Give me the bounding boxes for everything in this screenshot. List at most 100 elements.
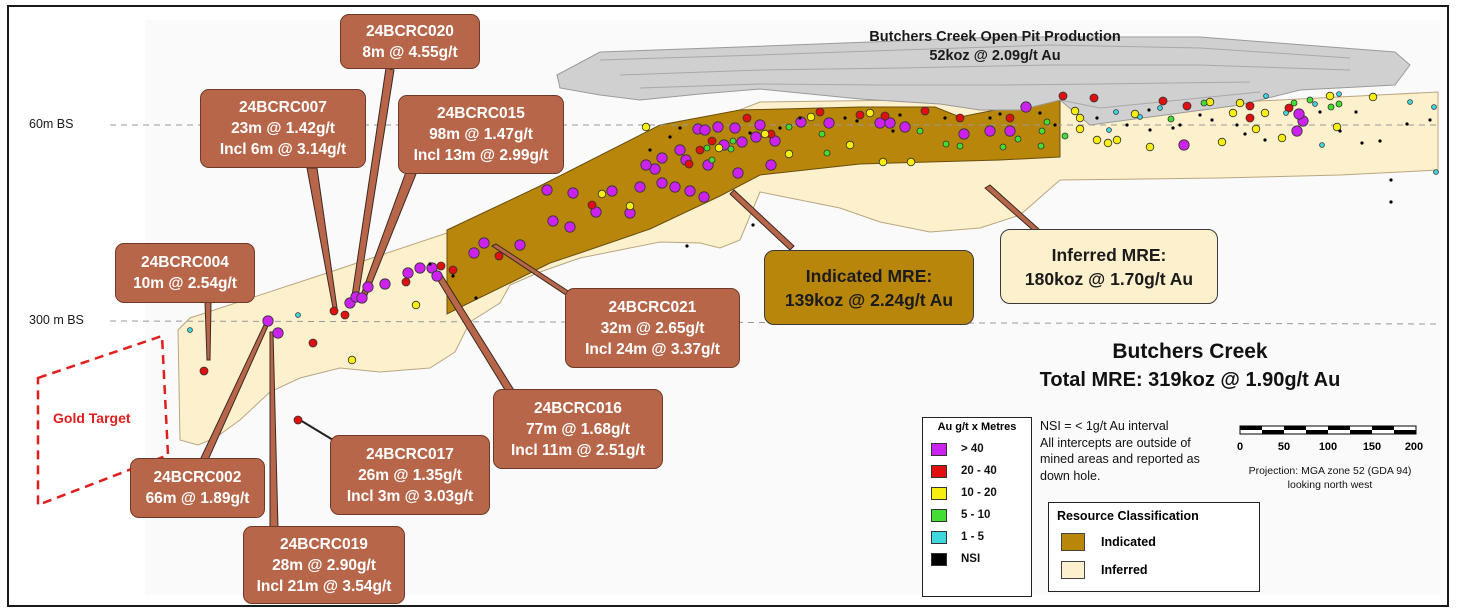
intercept-dot	[1092, 135, 1102, 145]
intercept-dot	[272, 327, 284, 339]
resclass-title: Resource Classification	[1057, 509, 1199, 523]
legend-item: 10 - 20	[931, 482, 1031, 504]
intercept-dot	[674, 144, 686, 156]
intercept-dot	[606, 185, 618, 197]
intercept-dot	[798, 116, 802, 120]
intercept-dot	[1014, 135, 1022, 143]
intercept-dot	[956, 142, 964, 150]
intercept-dot	[1368, 92, 1378, 102]
resclass-item: Inferred	[1061, 561, 1259, 579]
intercept-dot	[1378, 139, 1382, 143]
intercept-dot	[1182, 101, 1192, 111]
legend-item: > 40	[931, 438, 1031, 460]
intercept-dot	[818, 130, 826, 138]
intercept-dot	[308, 338, 318, 348]
intercept-dot	[1260, 108, 1270, 118]
callout-24BCRC019: 24BCRC019 28m @ 2.90g/t Incl 21m @ 3.54g…	[243, 526, 405, 604]
legend-label: 20 - 40	[961, 465, 997, 477]
intercept-dot	[823, 117, 835, 129]
intercept-dot	[1291, 125, 1303, 137]
intercept-dot	[1089, 93, 1099, 103]
intercept-dot	[1158, 96, 1168, 106]
intercept-dot	[1306, 96, 1314, 104]
intercept-dot	[187, 327, 193, 333]
intercept-dot	[712, 121, 724, 133]
scale-bar-seg	[1350, 430, 1372, 434]
intercept-dot	[474, 296, 478, 300]
intercept-dot	[855, 119, 859, 123]
intercept-dot	[478, 237, 490, 249]
intercept-dot	[884, 117, 896, 129]
intercept-dot	[640, 159, 652, 171]
intercept-dot	[1318, 110, 1322, 114]
intercept-dot	[695, 145, 705, 155]
intercept-dot	[1335, 100, 1343, 108]
intercept-dot	[295, 312, 301, 318]
depth-label-300m: 300 m BS	[29, 313, 84, 327]
intercept-dot	[1137, 114, 1143, 120]
callout-line: 24BCRC004	[141, 254, 229, 271]
intercept-dot	[587, 200, 597, 210]
scale-bar-seg	[1372, 426, 1394, 430]
nsi-note-line: mined areas and reported as	[1040, 452, 1200, 466]
intercept-dot	[865, 108, 875, 118]
resclass-swatch-indicated	[1061, 533, 1085, 551]
intercept-dot	[806, 112, 816, 122]
grade-legend: Au g/t x Metres > 40 20 - 40 10 - 20 5 -…	[922, 417, 1032, 597]
scale-tick-label: 200	[1405, 441, 1423, 453]
intercept-dot	[1389, 200, 1393, 204]
intercept-dot	[906, 157, 916, 167]
intercept-dot	[778, 126, 782, 130]
projection-line: Projection: MGA zone 52 (GDA 94)	[1248, 465, 1412, 477]
depth-label-60m: 60m BS	[29, 117, 74, 131]
intercept-dot	[669, 181, 681, 193]
intercept-dot	[999, 143, 1007, 151]
nsi-note-line: NSI = < 1g/t Au interval	[1040, 419, 1169, 433]
legend-swatch	[931, 442, 947, 456]
intercept-dot	[262, 315, 274, 327]
intercept-dot	[1338, 129, 1342, 133]
legend-label: 1 - 5	[961, 531, 985, 543]
intercept-dot	[451, 274, 455, 278]
total-mre-title: Butchers Creek Total MRE: 319koz @ 1.90g…	[990, 338, 1390, 394]
intercept-dot	[402, 267, 414, 279]
intercept-dot	[1283, 110, 1289, 116]
intercept-dot	[748, 131, 752, 135]
intercept-dot	[1235, 98, 1245, 108]
intercept-dot	[855, 110, 865, 120]
intercept-dot	[1293, 108, 1305, 120]
pit-contours	[599, 44, 1351, 109]
intercept-dot	[891, 129, 895, 133]
scale-bar-seg	[1328, 426, 1350, 430]
intercept-dot	[1228, 108, 1238, 118]
intercept-dot	[1167, 115, 1175, 123]
nsi-note: NSI = < 1g/t Au interval All intercepts …	[1040, 418, 1200, 484]
intercept-dot	[401, 277, 411, 287]
intercept-dot	[699, 124, 711, 136]
intercept-dot	[668, 135, 672, 139]
intercept-dot	[656, 152, 668, 164]
intercept-dot	[1389, 178, 1393, 182]
intercept-dot	[567, 187, 579, 199]
callout-24BCRC007: 24BCRC007 23m @ 1.42g/t Incl 6m @ 3.14g/…	[200, 89, 366, 168]
intercept-dot	[648, 148, 652, 152]
projection-line: looking north west	[1287, 479, 1373, 491]
intercept-dot	[1217, 137, 1227, 147]
callout-24BCRC020: 24BCRC020 8m @ 4.55g/t	[340, 14, 480, 69]
intercept-dot	[988, 116, 992, 120]
intercept-dot	[899, 121, 911, 133]
callout-line: 28m @ 2.90g/t	[272, 556, 376, 574]
intercept-dot	[414, 262, 426, 274]
callout-line: 24BCRC021	[608, 298, 697, 316]
intercept-dot	[431, 270, 443, 282]
callout-line: 24BCRC015	[437, 105, 525, 122]
callout-line: 8m @ 4.55g/t	[362, 43, 458, 61]
intercept-dot	[1245, 113, 1255, 123]
legend-label: > 40	[961, 443, 984, 455]
projection-note: Projection: MGA zone 52 (GDA 94) looking…	[1230, 464, 1430, 492]
intercept-dot	[684, 185, 696, 197]
intercept-dot	[1277, 133, 1287, 143]
callout-line: 24BCRC016	[534, 399, 622, 417]
legend-swatch	[931, 552, 947, 566]
intercept-dot	[1433, 169, 1439, 175]
